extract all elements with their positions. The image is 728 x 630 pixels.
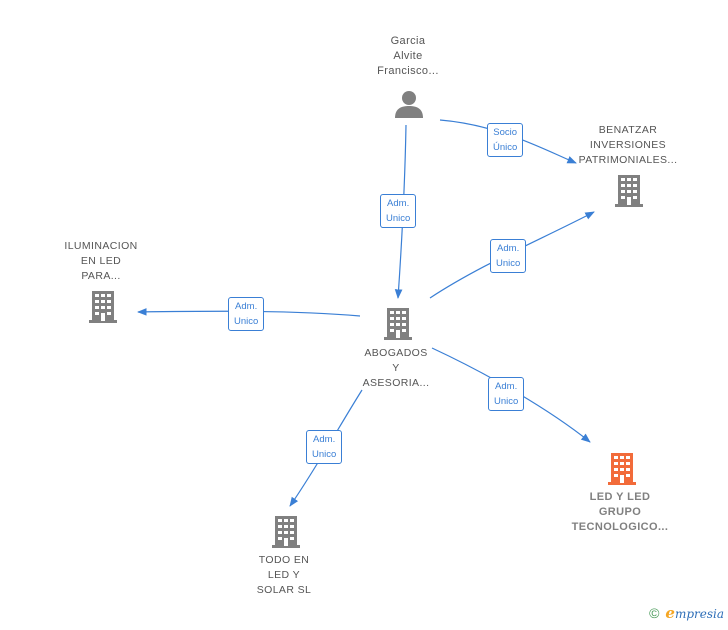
edge-label-line: Unico: [312, 449, 337, 460]
edge-label-line: Socio: [493, 127, 518, 138]
edge-label-abogados-iluminacion: Adm. Unico: [228, 297, 265, 331]
building-icon-benatzar[interactable]: [615, 175, 643, 207]
edge-label-line: Adm.: [495, 381, 518, 392]
edge-label-person-benatzar: Socio Único: [487, 123, 524, 157]
brand-initial: e: [665, 604, 675, 622]
node-label-line: INVERSIONES: [589, 139, 667, 151]
brand-name: mpresia: [674, 607, 724, 621]
node-label-line: ILUMINACION: [64, 240, 138, 252]
edge-label-line: Único: [493, 142, 518, 153]
node-label-line: ASESORIA...: [362, 377, 430, 389]
building-icon-todoenled[interactable]: [272, 516, 300, 548]
node-label-abogados[interactable]: ABOGADOS Y ASESORIA...: [350, 346, 442, 391]
node-label-line: BENATZAR: [598, 124, 658, 136]
building-icon-abogados[interactable]: [384, 308, 412, 340]
edge-label-line: Adm.: [497, 243, 520, 254]
building-icon-iluminacion[interactable]: [89, 291, 117, 323]
edge-label-abogados-todoenled: Adm. Unico: [306, 430, 343, 464]
node-label-todoenled[interactable]: TODO EN LED Y SOLAR SL: [244, 553, 324, 598]
edge-label-line: Unico: [386, 213, 411, 224]
footer: © empresia: [649, 604, 724, 622]
node-label-line: Alvite: [393, 50, 423, 62]
edge-label-line: Adm.: [387, 198, 410, 209]
node-label-line: TODO EN: [258, 554, 310, 566]
node-label-line: LED Y LED: [589, 491, 651, 503]
building-icon-ledyled[interactable]: [608, 453, 636, 485]
edge-label-line: Unico: [234, 316, 259, 327]
edge-label-line: Adm.: [313, 434, 336, 445]
copyright-icon: ©: [649, 605, 660, 621]
edge-label-line: Unico: [496, 258, 521, 269]
node-label-line: Y: [392, 362, 400, 374]
person-icon[interactable]: [395, 91, 423, 118]
edge-label-abogados-ledyled: Adm. Unico: [488, 377, 525, 411]
brand-logo[interactable]: empresia: [665, 604, 724, 622]
node-label-person[interactable]: Garcia Alvite Francisco...: [368, 34, 448, 79]
node-label-line: LED Y: [267, 569, 301, 581]
node-label-line: Francisco...: [377, 65, 439, 77]
node-label-line: SOLAR SL: [256, 584, 312, 596]
edge-label-person-abogados: Adm. Unico: [380, 194, 417, 228]
node-label-line: PATRIMONIALES...: [578, 154, 678, 166]
node-label-line: PARA...: [81, 270, 121, 282]
node-label-line: GRUPO: [598, 506, 642, 518]
node-label-iluminacion[interactable]: ILUMINACION EN LED PARA...: [55, 239, 147, 284]
edge-label-line: Unico: [494, 396, 519, 407]
node-label-benatzar[interactable]: BENATZAR INVERSIONES PATRIMONIALES...: [572, 123, 684, 168]
edge-label-abogados-benatzar: Adm. Unico: [490, 239, 527, 273]
node-label-line: EN LED: [80, 255, 122, 267]
node-label-ledyled[interactable]: LED Y LED GRUPO TECNOLOGICO...: [560, 490, 680, 535]
node-label-line: TECNOLOGICO...: [571, 521, 669, 533]
node-label-line: ABOGADOS: [364, 347, 428, 359]
edge-label-line: Adm.: [235, 301, 258, 312]
node-label-line: Garcia: [390, 35, 426, 47]
